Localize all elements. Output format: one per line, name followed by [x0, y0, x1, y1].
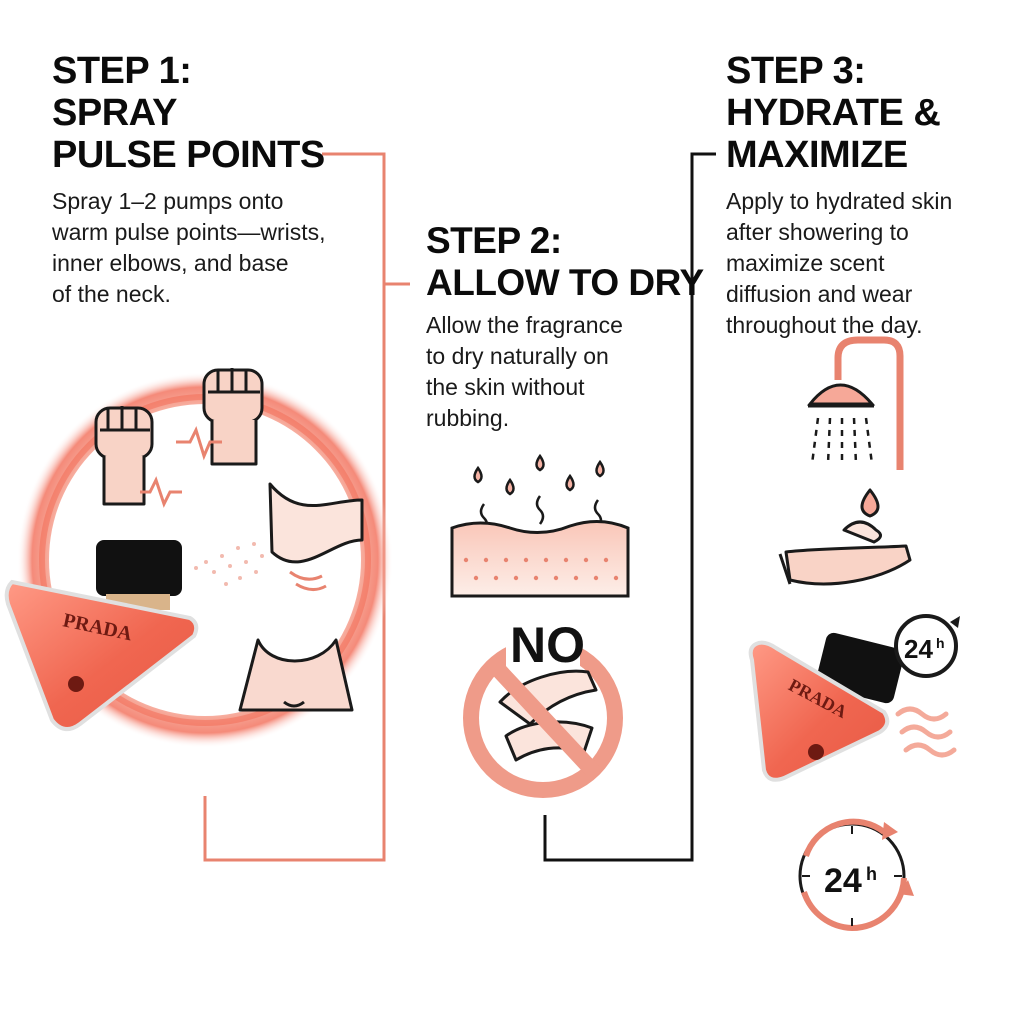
step3-body-line: diffusion and wear [726, 281, 913, 307]
connector-step1 [203, 152, 386, 862]
step3-description: Apply to hydrated skin after showering t… [726, 186, 952, 341]
step1-title-line: STEP 1: [52, 50, 192, 92]
step1-description: Spray 1–2 pumps onto warm pulse points—w… [52, 186, 326, 310]
step3-title-line: HYDRATE & [726, 92, 941, 134]
spray-mist-icon [194, 542, 264, 586]
step3-heading: STEP 3: HYDRATE & MAXIMIZE [726, 50, 941, 176]
step3-body-line: Apply to hydrated skin [726, 188, 953, 214]
evaporation-icon [473, 453, 605, 533]
skin-layer-icon [450, 520, 630, 598]
elbow-icon [268, 482, 364, 591]
shower-icon [806, 336, 904, 470]
step2-title-line: STEP 2: [426, 220, 562, 261]
clock-small-unit: h [936, 635, 945, 651]
step2-body-line: rubbing. [426, 405, 510, 431]
step1-heading: STEP 1: SPRAY PULSE POINTS [52, 50, 325, 176]
perfume-bottle-icon: PRADA [748, 632, 904, 782]
step3-body-line: after showering to [726, 219, 909, 245]
step2-body-line: Allow the fragrance [426, 312, 623, 338]
step2-body-line: to dry naturally on [426, 343, 609, 369]
scent-waves-icon [895, 706, 957, 758]
step1-body-line: inner elbows, and base [52, 250, 289, 276]
clock-large-unit: h [866, 864, 877, 884]
pulse-icon [140, 425, 222, 508]
connector-step3 [543, 152, 716, 862]
step3-body-line: throughout the day. [726, 312, 923, 338]
step1-title-line: SPRAY [52, 92, 177, 134]
neck-icon [238, 638, 354, 712]
clock-small-number: 24 [904, 634, 933, 664]
step3-title-line: MAXIMIZE [726, 134, 908, 176]
step2-body-line: the skin without [426, 374, 585, 400]
step2-title-line: ALLOW TO DRY [426, 262, 704, 303]
step1-title-line: PULSE POINTS [52, 134, 325, 176]
step1-body-line: warm pulse points—wrists, [52, 219, 326, 245]
step1-body-line: of the neck. [52, 281, 171, 307]
step3-body-line: maximize scent [726, 250, 885, 276]
clock-large-number: 24 [824, 862, 862, 900]
perfume-bottle-icon: PRADA [4, 540, 199, 732]
clock-24h-icon: 24 h [894, 614, 960, 678]
fist-icon [94, 406, 154, 506]
clock-24h-icon: 24 h [798, 818, 914, 932]
step1-body-line: Spray 1–2 pumps onto [52, 188, 284, 214]
step2-heading: STEP 2: ALLOW TO DRY [426, 220, 704, 304]
lotion-hand-icon [778, 488, 912, 586]
step2-description: Allow the fragrance to dry naturally on … [426, 310, 623, 434]
fist-icon [202, 368, 264, 466]
step3-title-line: STEP 3: [726, 50, 866, 92]
no-rubbing-icon: NO [463, 616, 623, 798]
no-rubbing-label: NO [510, 617, 585, 673]
